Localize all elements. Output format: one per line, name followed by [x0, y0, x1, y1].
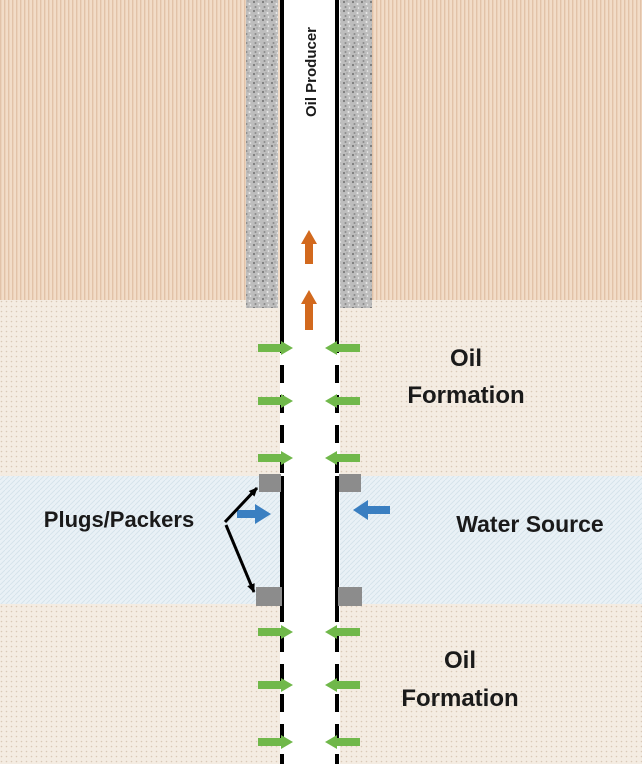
- right-arrow-icon: [258, 625, 293, 639]
- upper-formation-label-line2: Formation: [407, 382, 524, 409]
- lower-formation-label-line2: Formation: [401, 685, 518, 712]
- water-source-label: Water Source: [456, 511, 603, 537]
- right-arrow-icon: [325, 394, 360, 408]
- pointer-arrow-icon: [223, 486, 259, 524]
- cement-sheath-left: [246, 0, 278, 308]
- oil-inflow-arrows: [258, 341, 360, 749]
- right-arrow-icon: [258, 451, 293, 465]
- right-arrow-icon: [258, 394, 293, 408]
- packer-top-right: [339, 474, 361, 492]
- right-arrow-icon: [325, 341, 360, 355]
- up-arrow-icon: [301, 290, 317, 330]
- wellbore: [280, 0, 340, 764]
- packer-bottom-right: [338, 587, 362, 606]
- right-arrow-icon: [258, 735, 293, 749]
- pointer-arrow-icon: [224, 524, 256, 593]
- right-arrow-icon: [325, 678, 360, 692]
- packers-label: Plugs/Packers: [44, 507, 194, 532]
- packer-top-left: [259, 474, 281, 492]
- right-arrow-icon: [325, 625, 360, 639]
- cement-sheath-right: [340, 0, 372, 308]
- right-arrow-icon: [258, 678, 293, 692]
- lower-formation-label-line1: Oil: [444, 647, 476, 674]
- right-arrow-icon: [237, 504, 271, 524]
- upper-formation-label-line1: Oil: [450, 345, 482, 372]
- well-label: Oil Producer: [303, 27, 320, 117]
- right-arrow-icon: [258, 341, 293, 355]
- right-arrow-icon: [353, 500, 390, 520]
- right-arrow-icon: [325, 451, 360, 465]
- right-arrow-icon: [325, 735, 360, 749]
- packer-bottom-left: [256, 587, 282, 606]
- up-arrow-icon: [301, 230, 317, 264]
